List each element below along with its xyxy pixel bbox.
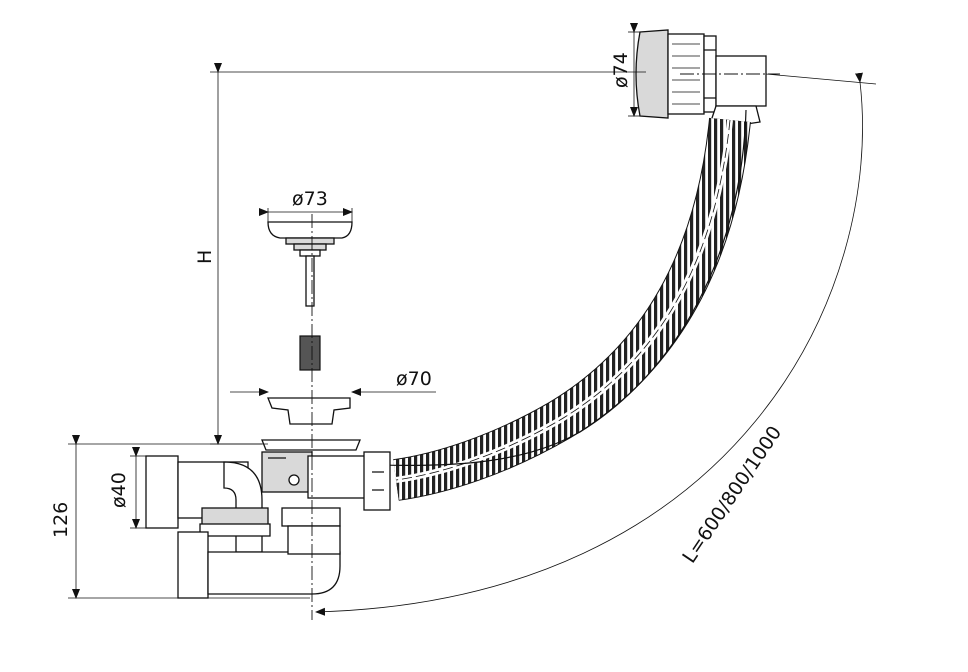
overflow-diameter-label: ø74: [610, 52, 632, 88]
plug-diameter-label: ø73: [292, 188, 328, 210]
corrugated-hose: [392, 117, 751, 501]
waste-body: [261, 397, 361, 451]
trap-height-label: 126: [50, 501, 72, 538]
dimension-lines: [68, 23, 877, 616]
trap-assembly: [145, 451, 391, 599]
overflow-head: [635, 29, 767, 129]
outlet-diameter-label: ø40: [108, 472, 130, 508]
waste-diameter-label: ø70: [396, 368, 432, 390]
height-label: H: [194, 249, 216, 264]
plug: [267, 221, 353, 371]
